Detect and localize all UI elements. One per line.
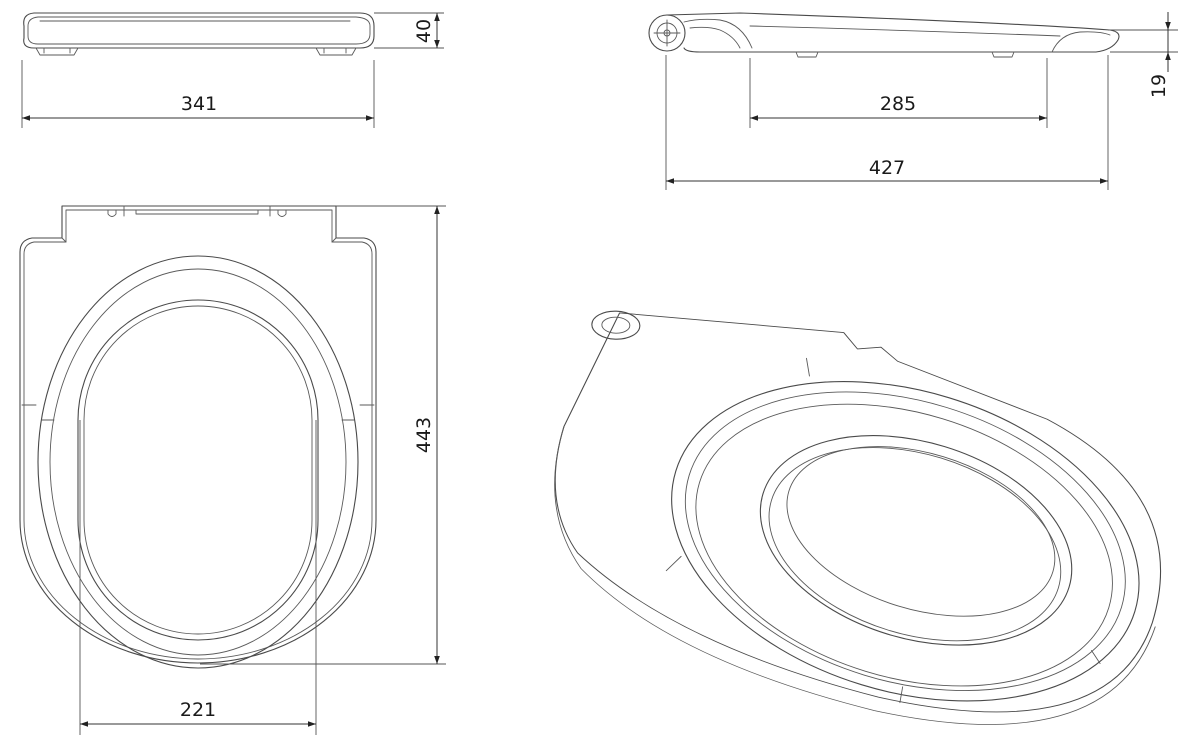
dimension-label-341: 341 [181,93,217,115]
dimension-label-285: 285 [880,93,916,115]
dimension-label-221: 221 [180,699,216,721]
dimension-label-40: 40 [413,19,435,43]
dimension-label-443: 443 [413,417,435,453]
profile-view [648,12,1120,58]
dimension-341: 341 [21,60,375,128]
dimension-427: 427 [665,55,1109,190]
dimension-label-427: 427 [869,157,905,179]
dimension-40: 40 [374,12,444,49]
dimension-285: 285 [749,58,1048,128]
dimension-221: 221 [79,420,317,735]
side-view [23,12,375,56]
top-view [19,205,377,669]
isometric-view [554,310,1162,725]
dimension-443: 443 [200,205,446,665]
dimension-label-19: 19 [1148,74,1170,98]
dimension-19: 19 [1108,12,1178,98]
